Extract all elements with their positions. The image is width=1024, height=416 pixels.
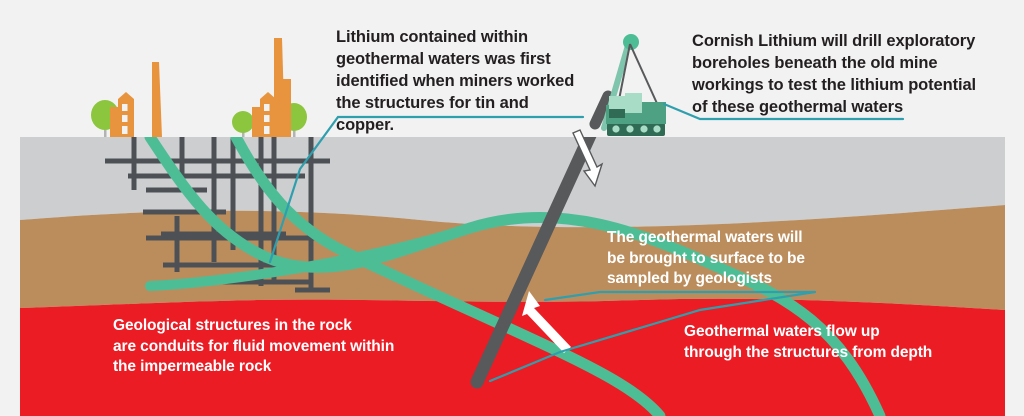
rig-engine-cover — [642, 102, 666, 114]
flow-arrow-lower — [522, 291, 571, 353]
window — [122, 115, 128, 122]
annotation-lithium-history: Lithium contained within geothermal wate… — [336, 28, 575, 134]
rig-wheel — [612, 125, 620, 133]
rig-wheel — [626, 125, 634, 133]
surface-structures — [91, 38, 307, 137]
engine-house-right — [252, 38, 291, 137]
geothermal-structure-lower — [230, 137, 666, 416]
geothermal-structure-upper — [144, 137, 886, 416]
rig-track — [607, 123, 665, 136]
window — [122, 104, 128, 111]
window — [264, 115, 270, 122]
leader-line-sampling-b — [488, 290, 817, 383]
flow-arrows — [522, 129, 604, 353]
borehole — [470, 137, 597, 389]
rig-cab — [609, 96, 625, 113]
annotation-conduits: Geological structures in the rock are co… — [113, 317, 395, 376]
annotation-sampling: The geothermal waters will be brought to… — [607, 229, 805, 288]
drill-rig — [601, 34, 666, 136]
flow-arrow-upper — [572, 129, 604, 188]
leader-lines — [268, 102, 905, 383]
rig-wheel — [653, 125, 661, 133]
leader-line-lithium-history — [268, 115, 585, 264]
rig-crown-block — [623, 34, 639, 50]
window — [122, 126, 128, 134]
window — [264, 126, 270, 134]
layer-impermeable-rock — [20, 298, 1005, 416]
rig-wheel — [640, 125, 648, 133]
window — [264, 104, 270, 111]
borehole-above-ground — [589, 90, 614, 130]
rig-cab-shadow — [609, 109, 625, 118]
rig-cab-upper — [625, 93, 642, 113]
engine-house-left — [110, 62, 162, 137]
borehole-casing — [470, 137, 597, 389]
geothermal-structures — [144, 137, 886, 416]
annotation-drill-plan: Cornish Lithium will drill exploratory b… — [692, 32, 977, 116]
leader-line-drill-plan — [662, 102, 905, 121]
annotation-flow-up: Geothermal waters flow up through the st… — [684, 323, 933, 361]
tree-right-inner — [232, 111, 254, 137]
geothermal-structure-branch — [145, 223, 475, 291]
leader-line-sampling — [543, 290, 817, 302]
rig-cable — [629, 43, 661, 111]
